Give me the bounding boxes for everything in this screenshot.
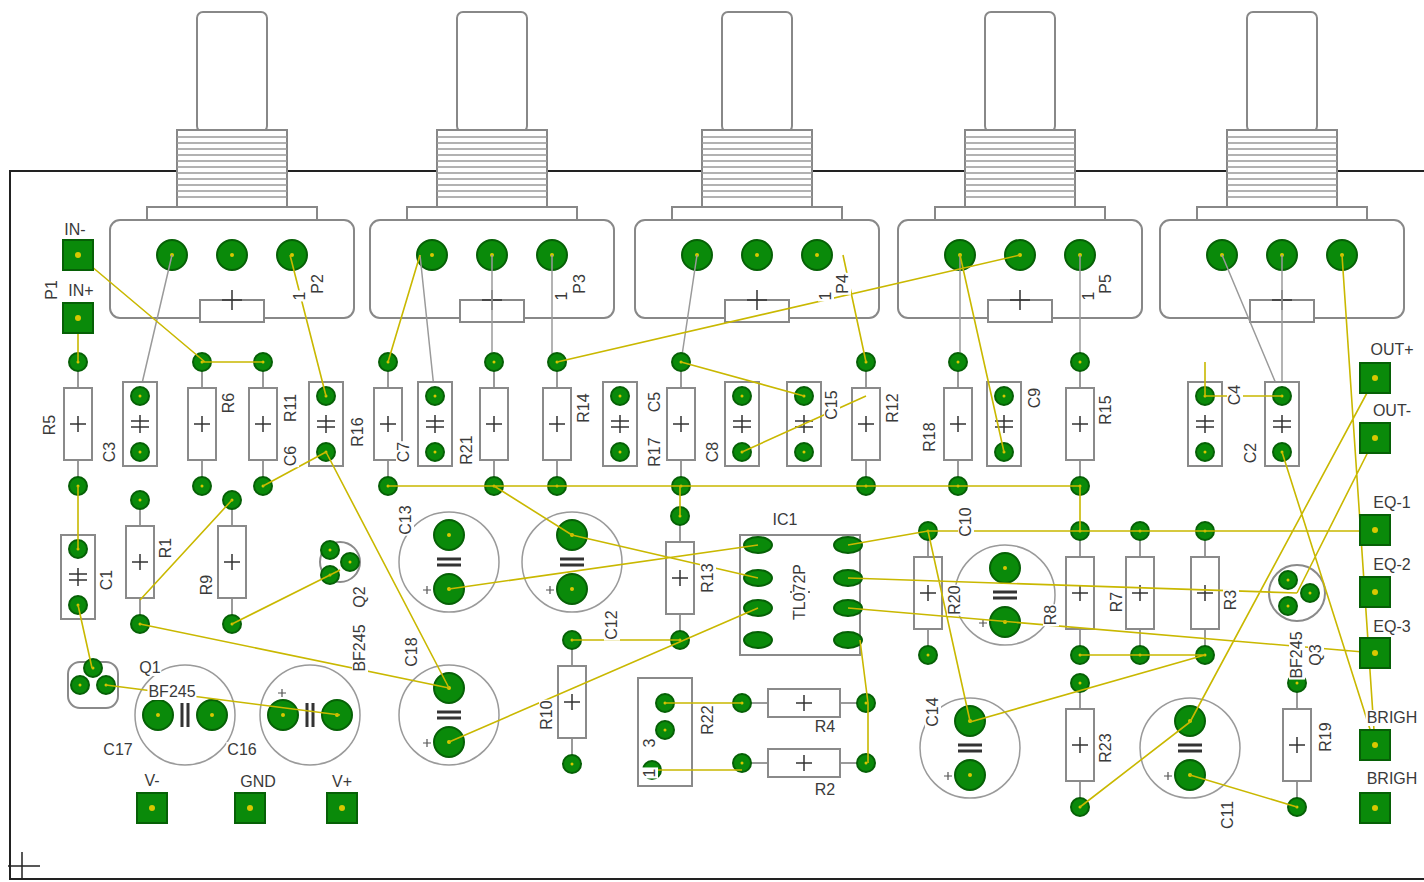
part-label: C2 bbox=[1243, 442, 1259, 464]
part-label: R3 bbox=[1223, 589, 1239, 611]
part-label: Q2 bbox=[352, 585, 368, 608]
part-label: R9 bbox=[199, 574, 215, 596]
part-label: BRIGH bbox=[1366, 771, 1419, 787]
part-label: R22 bbox=[700, 704, 716, 735]
part-label: C8 bbox=[705, 441, 721, 463]
part-label: R8 bbox=[1043, 604, 1059, 626]
part-label: R14 bbox=[576, 392, 592, 423]
ic-package bbox=[740, 535, 862, 655]
part-label: V- bbox=[143, 773, 160, 789]
part-label: Q3 bbox=[1308, 643, 1324, 666]
part-label: 1 bbox=[292, 291, 308, 302]
part-label: Q1 bbox=[138, 660, 161, 676]
connector-pad bbox=[63, 240, 1390, 823]
part-label: R1 bbox=[158, 537, 174, 559]
part-label: C15 bbox=[824, 389, 840, 420]
part-label: C9 bbox=[1027, 387, 1043, 409]
part-label: R11 bbox=[283, 393, 299, 423]
part-label: R21 bbox=[459, 434, 475, 465]
part-label: 1 bbox=[642, 768, 658, 779]
part-label: C17 bbox=[102, 742, 133, 758]
part-label: IN- bbox=[63, 222, 86, 238]
part-label: R12 bbox=[885, 392, 901, 423]
part-label: R2 bbox=[814, 782, 836, 798]
part-label: C12 bbox=[604, 609, 620, 640]
part-label: IC1 bbox=[772, 512, 799, 528]
part-label: P5 bbox=[1098, 273, 1114, 295]
part-label: C11 bbox=[1220, 800, 1236, 830]
part-label: IN+ bbox=[67, 283, 94, 299]
part-label: OUT- bbox=[1372, 403, 1412, 419]
yellow-wire bbox=[78, 255, 1375, 807]
part-label: P3 bbox=[572, 273, 588, 295]
part-label: EQ-3 bbox=[1372, 619, 1411, 635]
part-label: P2 bbox=[310, 273, 326, 295]
part-label: C5 bbox=[647, 391, 663, 413]
part-label: R13 bbox=[700, 562, 716, 593]
part-label: R10 bbox=[539, 699, 555, 730]
part-label: 1 bbox=[818, 291, 834, 302]
part-label: BRIGH bbox=[1366, 710, 1419, 726]
part-label: 1 bbox=[1081, 291, 1097, 302]
part-label: C13 bbox=[398, 504, 414, 535]
resistor-symbol bbox=[64, 353, 1311, 816]
part-label: R23 bbox=[1098, 732, 1114, 763]
part-label: EQ-1 bbox=[1372, 495, 1411, 511]
part-label: BF245 bbox=[147, 684, 196, 700]
part-label: C4 bbox=[1227, 384, 1243, 406]
part-label: C3 bbox=[102, 441, 118, 463]
part-label: C10 bbox=[958, 506, 974, 537]
part-label: 3 bbox=[642, 738, 658, 749]
part-label: R20 bbox=[947, 584, 963, 615]
part-label: GND bbox=[239, 774, 277, 790]
part-label: C16 bbox=[226, 742, 257, 758]
part-label: R4 bbox=[814, 719, 836, 735]
part-label: C1 bbox=[99, 569, 115, 591]
part-label: R16 bbox=[350, 416, 366, 447]
part-label: BF245 bbox=[352, 623, 368, 672]
origin-mark bbox=[8, 852, 40, 880]
part-label: R5 bbox=[42, 414, 58, 436]
part-label: R15 bbox=[1098, 394, 1114, 425]
potentiometer-symbol bbox=[110, 12, 1404, 322]
part-label: 1 bbox=[554, 291, 570, 302]
part-label: TL072P bbox=[792, 563, 808, 621]
part-label: OUT+ bbox=[1369, 342, 1414, 358]
part-label: P1 bbox=[44, 279, 60, 301]
part-label: R7 bbox=[1109, 591, 1125, 613]
part-label: P4 bbox=[835, 273, 851, 295]
part-label: C7 bbox=[396, 441, 412, 463]
part-label: BF245 bbox=[1289, 630, 1305, 679]
part-label: C18 bbox=[404, 636, 420, 667]
part-label: C14 bbox=[925, 696, 941, 727]
part-label: C6 bbox=[283, 445, 299, 467]
part-label: V+ bbox=[331, 774, 353, 790]
part-label: R6 bbox=[221, 392, 237, 414]
part-label: EQ-2 bbox=[1372, 557, 1411, 573]
part-label: R17 bbox=[647, 436, 663, 467]
part-label: R19 bbox=[1318, 721, 1334, 752]
part-label: R18 bbox=[922, 421, 938, 452]
